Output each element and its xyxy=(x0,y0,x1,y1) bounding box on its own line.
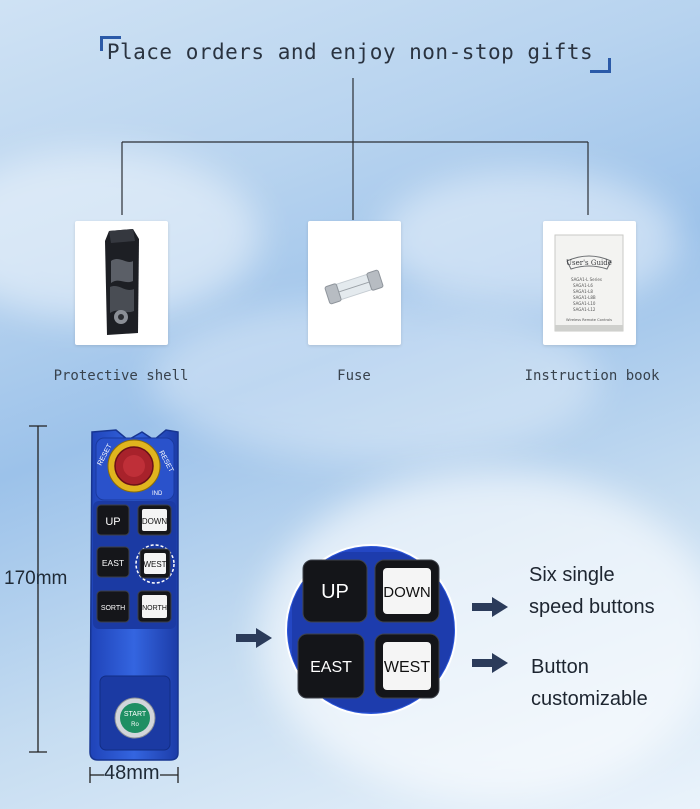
svg-text:SORTH: SORTH xyxy=(101,605,125,612)
page-title: Place orders and enjoy non-stop gifts xyxy=(106,40,594,64)
svg-text:EAST: EAST xyxy=(310,659,352,676)
gift-label-protective-shell: Protective shell xyxy=(53,368,189,384)
title-corner-bottom-right xyxy=(590,58,611,73)
remote-button-east: EAST xyxy=(96,546,130,578)
svg-text:Ro: Ro xyxy=(131,722,139,728)
manual-cover-title: User's Guide xyxy=(566,259,612,267)
height-dimension-line xyxy=(29,425,47,753)
svg-text:DOWN: DOWN xyxy=(383,584,431,601)
manual-line-6: SAGA1-L12 xyxy=(573,307,596,312)
remote-button-up: UP xyxy=(96,504,130,536)
title-corner-top-left xyxy=(100,36,121,51)
callout-customizable-line-2: customizable xyxy=(531,688,648,710)
svg-text:DOWN: DOWN xyxy=(142,517,168,526)
manual-line-3: SAGA1-L8 xyxy=(573,289,593,294)
gift-label-fuse: Fuse xyxy=(337,368,371,384)
remote-button-north: NORTH xyxy=(137,590,172,623)
svg-text:WEST: WEST xyxy=(384,659,430,676)
svg-text:NORTH: NORTH xyxy=(142,605,167,612)
remote-button-down: DOWN xyxy=(137,504,172,536)
fuse-image xyxy=(308,221,401,345)
gift-label-instruction-book: Instruction book xyxy=(524,368,660,384)
callout-six-buttons-line-1: Six single xyxy=(529,564,615,586)
manual-cover-footer: Wireless Remote Controls xyxy=(566,318,612,322)
callout-customizable-line-1: Button xyxy=(531,656,589,678)
remote-button-sorth: SORTH xyxy=(96,590,130,623)
header: Place orders and enjoy non-stop gifts xyxy=(0,36,700,76)
svg-text:UP: UP xyxy=(321,581,349,603)
arrow-callout-2-icon xyxy=(472,653,508,673)
zoom-button-east: EAST xyxy=(297,633,365,699)
callout-customizable: Button customizable xyxy=(531,651,648,715)
manual-line-1: SAGA1-L Series xyxy=(571,277,602,282)
zoom-button-down: DOWN xyxy=(374,559,440,623)
arrow-to-zoom-icon xyxy=(236,628,272,648)
svg-text:UP: UP xyxy=(105,516,120,528)
manual-line-2: SAGA1-L6 xyxy=(573,283,593,288)
callout-six-buttons: Six single speed buttons xyxy=(529,559,655,623)
instruction-book-image: User's Guide SAGA1-L Series SAGA1-L6 SAG… xyxy=(543,221,636,345)
arrow-callout-1-icon xyxy=(472,597,508,617)
brand-label: IND xyxy=(152,491,163,497)
protective-shell-image xyxy=(75,221,168,345)
manual-line-4: SAGA1-L8B xyxy=(573,295,596,300)
width-dimension-line xyxy=(89,767,179,783)
svg-text:START: START xyxy=(124,711,147,718)
svg-text:EAST: EAST xyxy=(102,558,124,568)
remote-start-button: START Ro xyxy=(99,675,171,751)
svg-text:WEST: WEST xyxy=(143,560,166,569)
zoom-button-up: UP xyxy=(302,559,368,623)
width-dimension-label: 48mm xyxy=(104,762,160,784)
remote-button-west: WEST xyxy=(135,544,175,584)
height-dimension-label: 170mm xyxy=(4,568,68,589)
zoom-button-west: WEST xyxy=(374,633,440,699)
callout-six-buttons-line-2: speed buttons xyxy=(529,596,655,618)
manual-line-5: SAGA1-L10 xyxy=(573,301,596,306)
